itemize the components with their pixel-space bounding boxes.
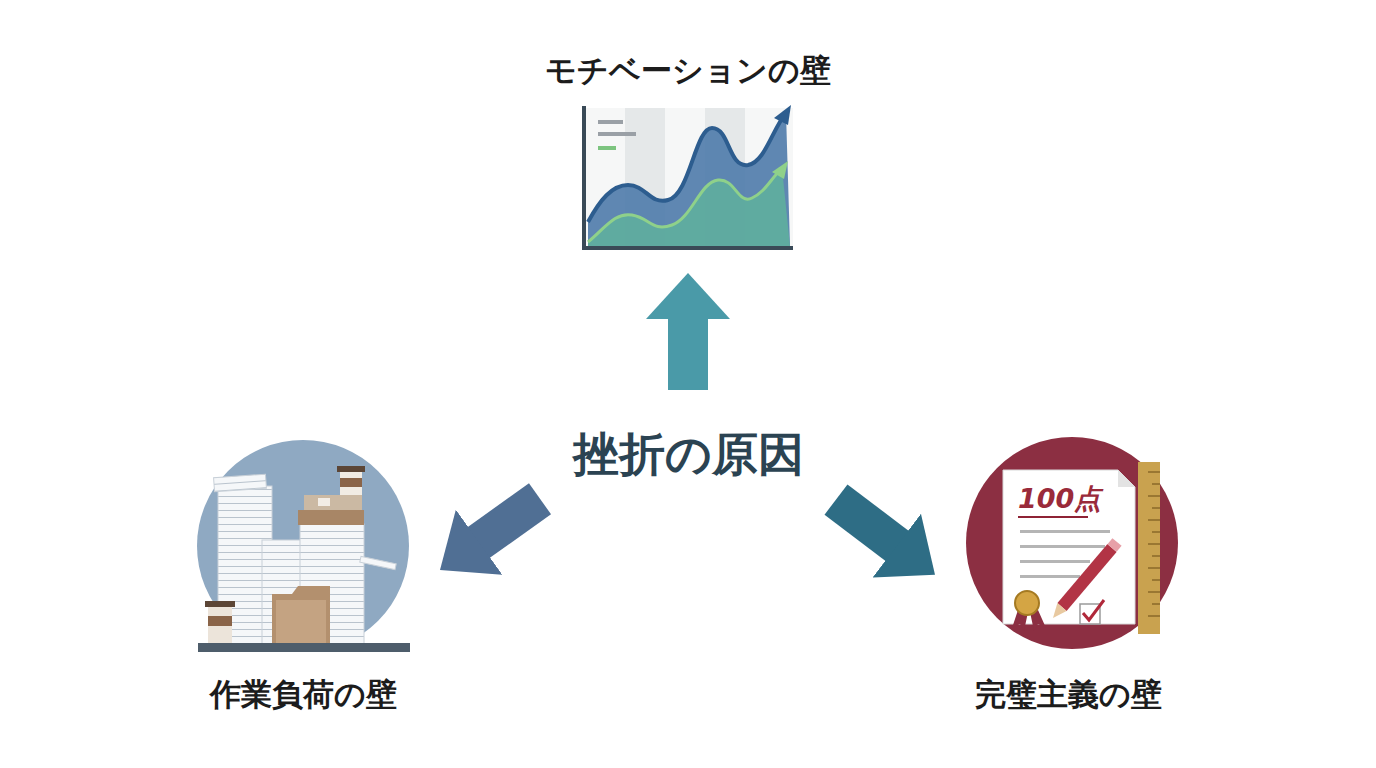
coffee-cup xyxy=(340,470,362,495)
chart-legend-bar xyxy=(598,120,623,124)
chart-arrowhead xyxy=(772,161,788,179)
medal-ribbon xyxy=(1030,610,1046,631)
text-line xyxy=(1020,545,1105,548)
medal-ribbon xyxy=(1012,610,1028,631)
paper-fold xyxy=(1118,470,1135,487)
perfect-score-illustration xyxy=(966,437,1178,649)
chart-legend-bar xyxy=(598,146,616,150)
cause-node: 挫折の原因 xyxy=(540,390,836,520)
check-mark xyxy=(1083,600,1104,620)
wall-node: 作業負荷の壁 xyxy=(190,440,440,720)
illustration-circle xyxy=(197,440,409,652)
node-title: 作業負荷の壁 xyxy=(173,676,433,713)
chart-axes xyxy=(584,106,793,248)
illustration-circle xyxy=(966,437,1178,649)
cup-sleeve xyxy=(340,478,362,487)
folder-front xyxy=(276,600,326,644)
cause-arrow xyxy=(836,500,898,547)
chart-background xyxy=(584,108,793,248)
chart-band xyxy=(625,108,665,248)
checkbox xyxy=(1080,604,1100,624)
node-title: 完璧主義の壁 xyxy=(938,676,1198,713)
binder xyxy=(298,510,364,525)
shelf xyxy=(198,643,410,652)
pencil-body xyxy=(1062,548,1112,607)
folder xyxy=(272,586,330,644)
coffee-cup xyxy=(208,606,232,644)
pencil-eraser xyxy=(1112,542,1117,548)
chart-illustration xyxy=(584,105,793,248)
text-line xyxy=(1020,575,1080,578)
chart-band xyxy=(705,108,745,248)
binder xyxy=(304,495,362,510)
score-text: 100点 xyxy=(1018,484,1101,514)
pencil-tip xyxy=(1053,603,1067,618)
test-paper xyxy=(1003,470,1135,624)
chart-line-blue xyxy=(588,113,786,222)
text-line xyxy=(1020,530,1110,533)
chart-area-blue xyxy=(588,113,790,246)
ruler xyxy=(1138,462,1160,634)
chart-line-green xyxy=(588,168,782,242)
cause-arrow xyxy=(477,499,540,544)
paper-stack xyxy=(218,486,272,644)
paperwork-illustration xyxy=(197,440,410,652)
node-title: 挫折の原因 xyxy=(540,427,836,482)
node-title: モチベーションの壁 xyxy=(530,52,846,89)
paper-stack xyxy=(300,524,364,644)
paper-stack xyxy=(214,474,267,492)
cup-lid xyxy=(205,601,235,607)
binder-label xyxy=(318,498,330,506)
cup-lid xyxy=(337,466,365,472)
paper-stack xyxy=(262,540,302,644)
text-line xyxy=(1020,560,1090,563)
wall-node: 完璧主義の壁 xyxy=(935,440,1195,720)
wall-node: モチベーションの壁 xyxy=(560,45,816,273)
chart-area-green xyxy=(588,168,790,246)
loose-sheet xyxy=(360,556,396,569)
score-underline xyxy=(1018,516,1088,518)
chart-arrowhead xyxy=(774,105,791,125)
cause-arrow xyxy=(668,317,708,390)
medal xyxy=(1015,591,1039,615)
chart-legend-bar xyxy=(598,132,636,136)
cup-sleeve xyxy=(208,616,232,626)
ruler-ticks xyxy=(1148,472,1160,616)
